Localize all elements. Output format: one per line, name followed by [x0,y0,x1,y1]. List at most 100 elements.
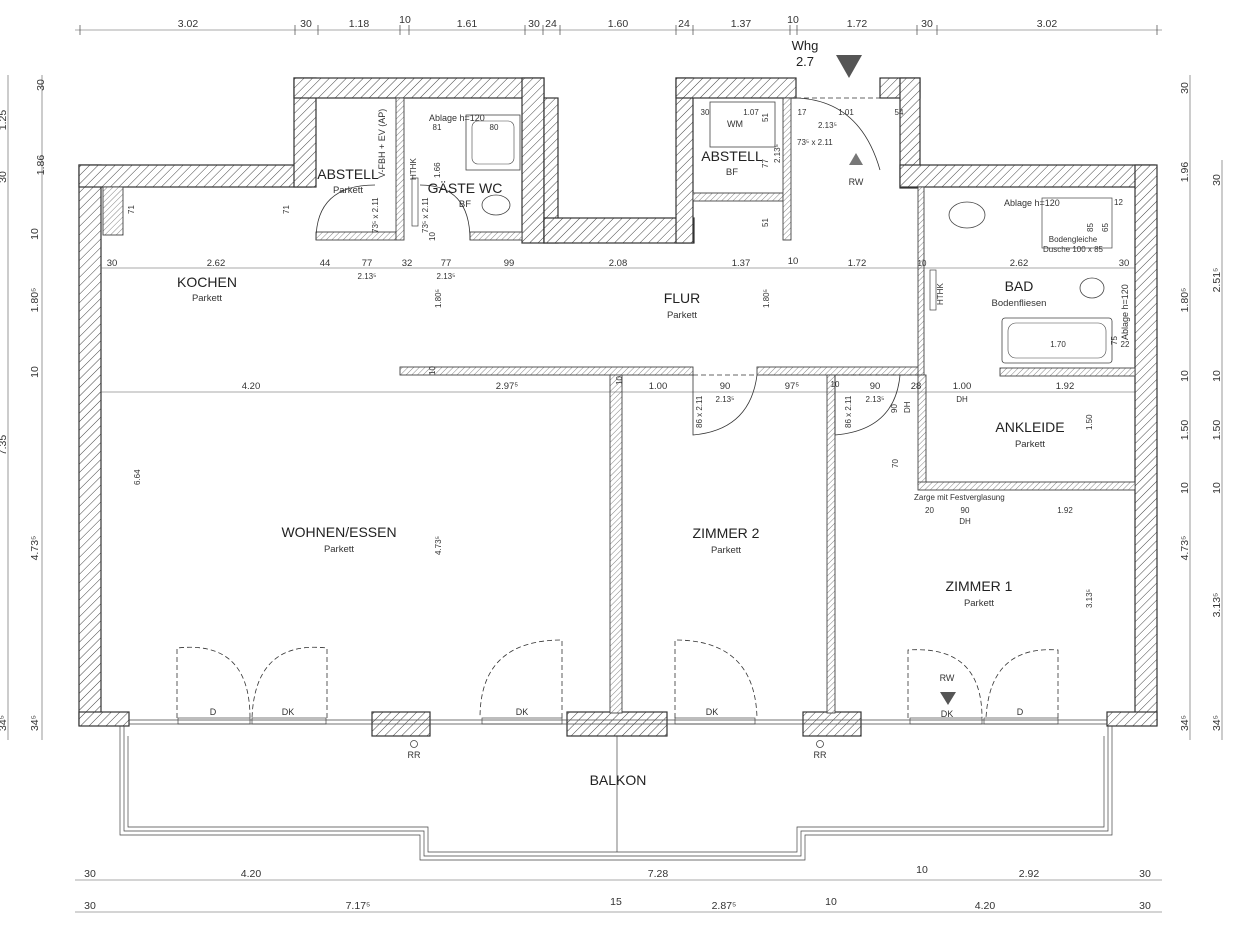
zimmer1-depth-dim: 3.13⁵ [1085,589,1094,608]
door-size-3: 73⁵ x 2.11 [797,138,833,147]
mid-dim-8: 1.00 [953,381,972,392]
top-dim-13: 30 [921,18,933,30]
zimmer2-15-dim: 10 [615,376,624,385]
left-dim-6: 4.73⁵ [29,536,41,561]
right-dim-8: 34⁵ [1179,715,1191,731]
mid-dim-4: 90 [720,381,731,392]
bath-length: 1.70 [1050,340,1066,349]
ankleide-depth-dim: 1.50 [1085,414,1094,430]
abstell-77-dim: 77 [761,159,770,168]
bottom-dim-1-2: 4.20 [241,868,262,880]
inner-dim-3: 44 [320,258,331,269]
left-dim-2: 1.86 [35,155,47,176]
balcony-doors [176,639,1059,719]
interior-doors [315,97,918,436]
top-dim-12: 1.72 [847,18,868,30]
right-outer-dim-7: 34⁵ [1211,715,1223,731]
left-outer-dim-1: 1.25 [0,110,9,131]
flur-width-dim-1: 1.80⁵ [434,289,443,308]
inner-dim-7: 99 [504,258,515,269]
room-abstell1-name: ABSTELL [317,166,379,182]
top-dim-9: 24 [678,18,690,30]
top-dim-1: 3.02 [178,18,199,30]
room-bad-floor: Bodenfliesen [992,298,1047,309]
room-gaeste-wc-name: GÄSTE WC [428,180,503,196]
top-dim-4: 10 [399,14,411,26]
ankleide-dh-vert-label: DH [903,401,912,413]
left-dim-4: 1.80⁵ [29,288,41,313]
inner-door-height-2: 2.13⁵ [437,272,456,281]
inner-dim-2: 2.62 [207,258,226,269]
bottom-dim-2-3: 15 [610,896,622,908]
rr-label-1: RR [408,750,421,760]
left-outer-dim-4: 34⁵ [0,715,9,731]
vfbh-label: V-FBH + EV (AP) [377,109,387,178]
mid-dim-9: 1.92 [1056,381,1075,392]
wc-10-dim: 10 [428,232,437,241]
room-gaeste-wc-floor: BF [459,199,471,210]
door-type-dk-3: DK [706,707,719,717]
ankleide-70-dim: 70 [891,459,900,468]
wc-80-dim: 80 [490,123,499,132]
inner-dim-13: 30 [1119,258,1130,269]
dusche-label-2: Dusche 100 x 85 [1043,245,1104,254]
bottom-dim-2-4: 2.87⁵ [712,900,737,912]
room-zimmer2-name: ZIMMER 2 [693,525,760,541]
balcony-outline [119,726,1113,861]
rr-icon-1 [410,740,418,748]
room-abstell2-floor: BF [726,167,738,178]
door-size-2: 73⁵ x 2.11 [421,197,430,233]
bad-10-dim: 10 [918,259,927,268]
bottom-dim-2-7: 30 [1139,900,1151,912]
door-type-dk-2: DK [516,707,529,717]
bath-width: 75 [1110,336,1119,345]
right-dim-5: 1.50 [1179,420,1191,441]
rr-label-2: RR [814,750,827,760]
room-kochen-floor: Parkett [192,293,222,304]
left-outer-dim-2: 30 [0,171,9,183]
bottom-dim-2-6: 4.20 [975,900,996,912]
abstell-51-dim-2: 51 [761,218,770,227]
room-abstell1-floor: Parkett [333,185,363,196]
right-outer-dim-6: 3.13⁵ [1211,593,1223,618]
right-outer-dim-2: 2.51⁵ [1211,268,1223,293]
right-dim-4: 10 [1179,370,1191,382]
left-dim-3: 10 [29,228,41,240]
heater-label-1: HTHK [409,158,418,180]
left-dim-7: 34⁵ [29,715,41,731]
inner-dim-11: 1.72 [848,258,867,269]
bottom-dim-1-1: 30 [84,868,96,880]
inner-dim-9: 1.37 [732,258,751,269]
mid-dh-label: DH [956,395,968,404]
bottom-dim-2-5: 10 [825,896,837,908]
mid-dim-5: 97⁵ [785,381,800,392]
bad-22-dim: 22 [1121,340,1130,349]
door-type-dk-1: DK [282,707,295,717]
bottom-dim-1-3: 7.28 [648,868,669,880]
ankleide-90-dim: 90 [961,506,970,515]
left-dimension-chain: 30 1.86 10 1.80⁵ 10 4.73⁵ 34⁵ 1.25 30 7.… [0,75,47,740]
ankleide-90-vert-dim: 90 [890,404,899,413]
zimmer2-10-dim: 10 [831,380,840,389]
bottom-dim-1-5: 2.92 [1019,868,1040,880]
misc-labels: Ablage h=120 Ablage h=120 Ablage h=120 V… [127,108,1130,760]
room-zimmer1-floor: Parkett [964,598,994,609]
rw-label-1: RW [849,177,864,187]
room-zimmer2-floor: Parkett [711,545,741,556]
wc-166-dim: 1.66 [433,162,442,178]
inner-dim-10: 10 [788,256,799,267]
top-dim-10: 1.37 [731,18,752,30]
top-dim-3: 1.18 [349,18,370,30]
top-dimension-chain: 3.02 30 1.18 10 1.61 30 24 1.60 24 1.37 … [75,14,1162,35]
room-zimmer1-name: ZIMMER 1 [946,578,1013,594]
room-ankleide-floor: Parkett [1015,439,1045,450]
flur-101-dim: 1.01 [838,108,854,117]
abstell-107-dim: 1.07 [743,108,759,117]
right-outer-dim-1: 30 [1211,174,1223,186]
right-dim-6: 10 [1179,482,1191,494]
top-dim-8: 1.60 [608,18,629,30]
ablage-label-1: Ablage h=120 [429,113,485,123]
mid-dimension-row: 4.20 2.97⁵ 1.00 90 97⁵ 90 28 1.00 1.92 2… [101,381,1135,404]
bottom-dim-2-2: 7.17⁵ [346,900,371,912]
